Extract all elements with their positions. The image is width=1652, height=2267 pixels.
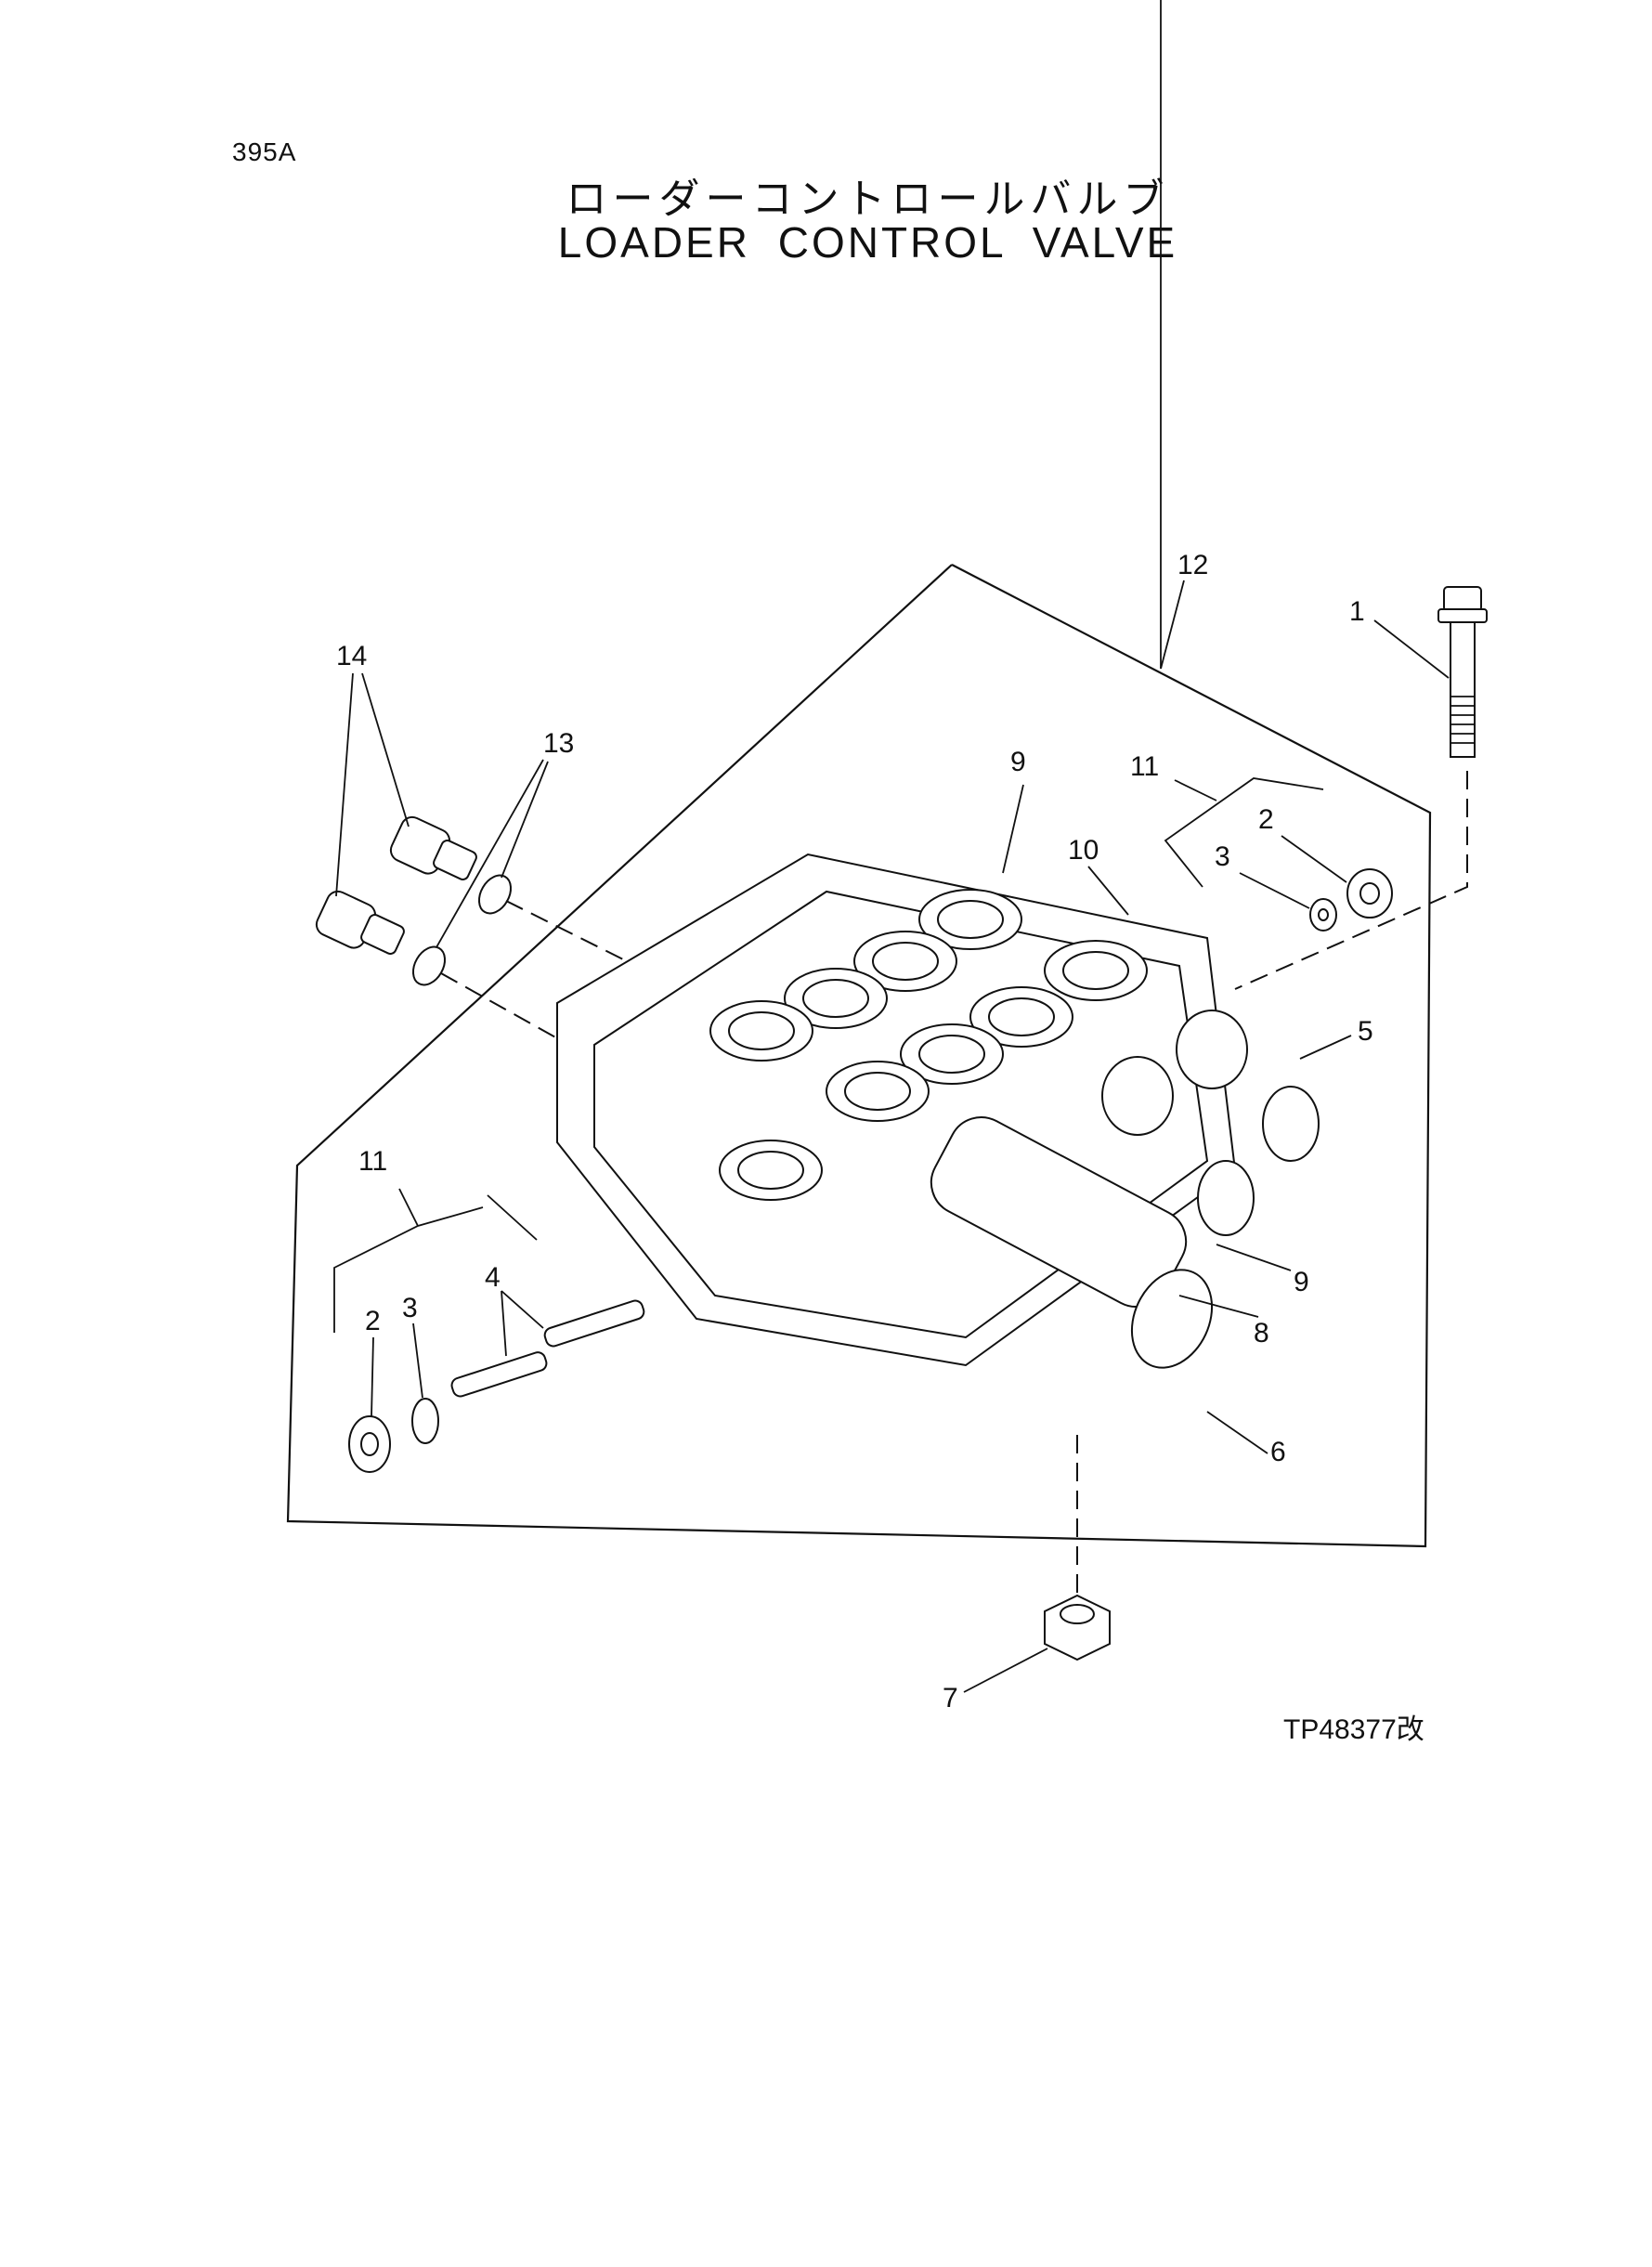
fittings-14	[315, 815, 477, 955]
callout-2-lower: 2	[365, 1306, 381, 1336]
callout-14: 14	[336, 641, 367, 671]
leader-13a	[501, 761, 549, 879]
leader-5	[1299, 1035, 1352, 1060]
callout-13: 13	[543, 728, 574, 759]
valve-body	[556, 853, 1320, 1369]
flange-nut-7	[1044, 1594, 1111, 1661]
page-code: 395A	[232, 137, 297, 166]
callout-9-upper: 9	[1010, 747, 1026, 777]
assembly-boundary	[286, 564, 1432, 1548]
callout-11-lower: 11	[358, 1146, 387, 1177]
o-ring-upper	[477, 874, 513, 915]
callout-1: 1	[1349, 596, 1365, 627]
leader-12	[1160, 580, 1185, 670]
leader-14a	[361, 672, 410, 827]
studs-4	[450, 1299, 645, 1398]
bolt-part	[1437, 586, 1488, 758]
title-japanese: ローダーコントロールバルブ	[566, 176, 1170, 223]
leader-3-upper	[1239, 872, 1310, 909]
bracket-11-upper	[1164, 777, 1324, 888]
callout-4: 4	[485, 1262, 501, 1293]
o-ring-lower	[411, 945, 447, 986]
title-english: LOADER CONTROL VALVE	[557, 218, 1178, 267]
callout-3-upper: 3	[1215, 841, 1230, 872]
leader-4b	[501, 1290, 507, 1357]
leader-6	[1206, 1411, 1268, 1454]
leader-3-lower	[412, 1322, 423, 1399]
leader-13b	[436, 759, 544, 948]
callout-7: 7	[943, 1683, 958, 1713]
callout-10: 10	[1068, 835, 1099, 866]
leader-9-lower	[1216, 1244, 1292, 1271]
leader-8	[1178, 1295, 1259, 1318]
bracket-11-lower	[333, 1206, 484, 1333]
callout-6: 6	[1270, 1437, 1286, 1467]
callout-9-lower: 9	[1294, 1267, 1309, 1297]
leader-1	[1373, 619, 1450, 679]
washer-lower	[411, 1398, 439, 1444]
callout-3-lower: 3	[402, 1293, 418, 1323]
leader-9-upper	[1002, 784, 1024, 874]
drawing-reference-code: TP48377改	[1283, 1714, 1424, 1745]
leader-7	[963, 1648, 1048, 1693]
callout-5: 5	[1358, 1016, 1373, 1047]
leader-2-upper	[1281, 835, 1347, 883]
leader-14b	[335, 672, 354, 897]
leader-4a	[501, 1290, 544, 1329]
callout-8: 8	[1254, 1318, 1269, 1348]
callout-2-upper: 2	[1258, 804, 1274, 835]
callout-12: 12	[1177, 550, 1208, 580]
callout-11-upper: 11	[1130, 751, 1159, 782]
nut-washer-upper	[1309, 868, 1393, 932]
leader-10	[1087, 866, 1129, 916]
leader-2-lower	[371, 1336, 374, 1417]
